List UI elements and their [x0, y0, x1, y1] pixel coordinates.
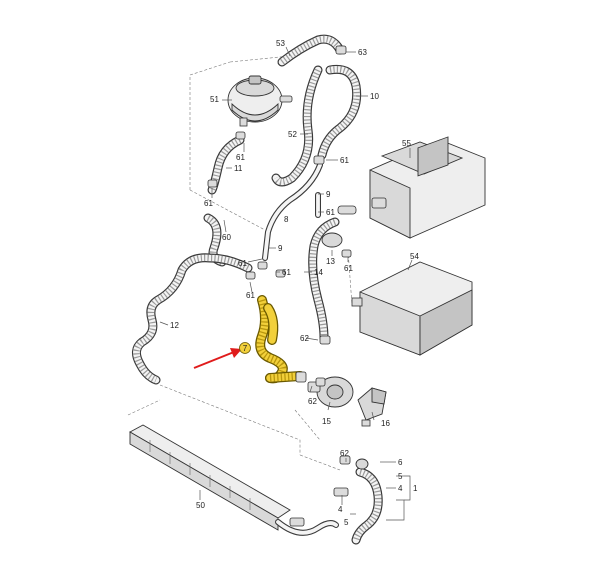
- retaining-clips: [207, 45, 352, 387]
- high-voltage-heater: [351, 261, 473, 356]
- coolant-hose-14: [308, 205, 357, 343]
- label-62-a: 62: [300, 334, 309, 343]
- label-7: 7: [243, 344, 248, 353]
- label-8: 8: [284, 215, 289, 224]
- red-indicator-arrow: [193, 348, 242, 369]
- label-5-a: 5: [344, 518, 349, 527]
- label-51: 51: [210, 95, 219, 104]
- coolant-hose-7-highlighted: [255, 295, 305, 384]
- label-61-e: 61: [238, 259, 247, 268]
- expansion-tank: [227, 75, 293, 127]
- label-6: 6: [398, 458, 403, 467]
- label-62-b: 62: [308, 397, 317, 406]
- label-13: 13: [326, 257, 335, 266]
- label-60: 60: [222, 233, 231, 242]
- label-50: 50: [196, 501, 205, 510]
- label-61-h: 61: [344, 264, 353, 273]
- label-61-g: 61: [246, 291, 255, 300]
- label-4-a: 4: [338, 505, 343, 514]
- part-number-labels: 51 53 63 10 52 61 11 61 61 9 61 8 60 9 6…: [170, 39, 419, 527]
- label-55: 55: [402, 139, 411, 148]
- label-11: 11: [234, 164, 243, 173]
- label-61-d: 61: [326, 208, 335, 217]
- coolant-hose-12: [132, 253, 253, 385]
- label-15: 15: [322, 417, 331, 426]
- label-52: 52: [288, 130, 297, 139]
- label-14: 14: [314, 268, 323, 277]
- pump-bracket: [357, 387, 387, 427]
- label-12: 12: [170, 321, 179, 330]
- upper-coolant-hoses: [203, 34, 362, 267]
- label-1: 1: [413, 484, 418, 493]
- label-54: 54: [410, 252, 419, 261]
- label-5-b: 5: [398, 472, 403, 481]
- label-61-b: 61: [204, 199, 213, 208]
- label-62-c: 62: [340, 449, 349, 458]
- radiator-fins: [149, 440, 251, 510]
- leader-lines: [159, 46, 413, 521]
- part-7-callout: 7: [239, 342, 251, 354]
- control-unit: [369, 136, 486, 239]
- lower-coolant-hoses: [333, 455, 383, 545]
- label-63: 63: [358, 48, 367, 57]
- label-10: 10: [370, 92, 379, 101]
- label-53: 53: [276, 39, 285, 48]
- label-9-a: 9: [326, 190, 331, 199]
- assembly-outline-lines: [127, 54, 353, 471]
- label-61-f: 61: [282, 268, 291, 277]
- label-61-c: 61: [340, 156, 349, 165]
- label-61-a: 61: [236, 153, 245, 162]
- label-4-b: 4: [398, 484, 403, 493]
- label-9-b: 9: [278, 244, 283, 253]
- auxiliary-radiator: [129, 424, 339, 536]
- label-16: 16: [381, 419, 390, 428]
